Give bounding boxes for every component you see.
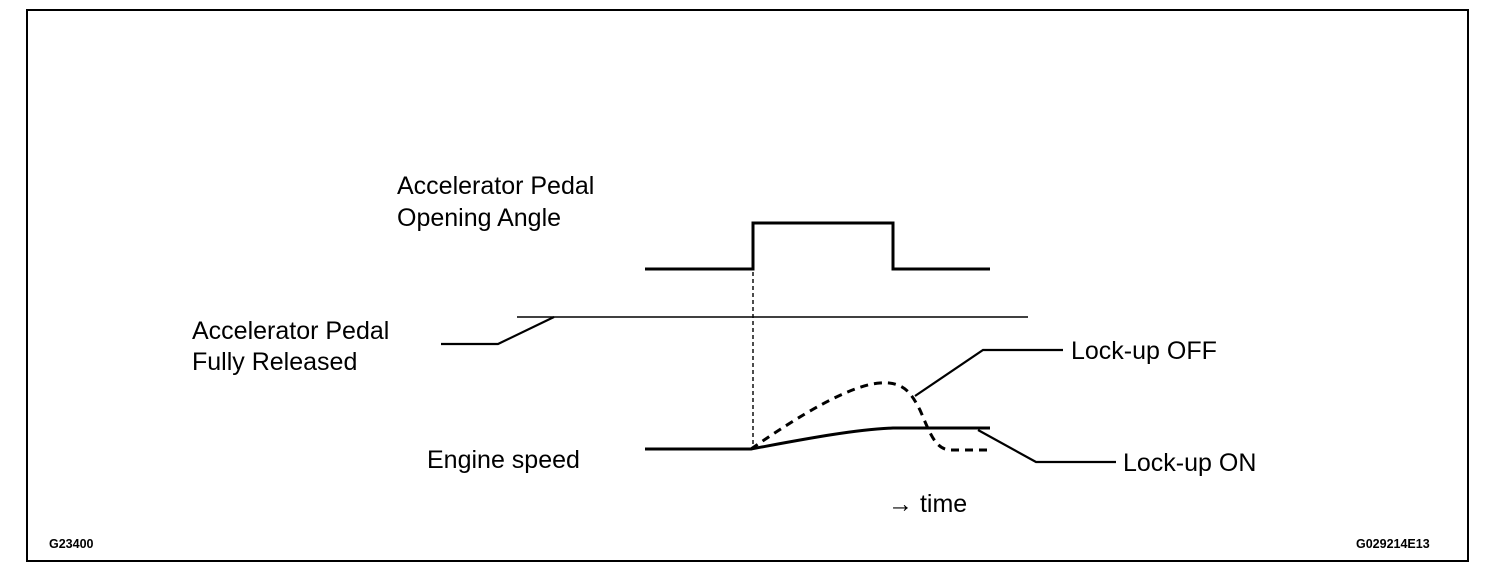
time-axis-label: → time [888,489,967,519]
fully-released-leader [441,316,555,346]
figure-code-left: G23400 [49,537,94,551]
right-arrow-icon: → [888,490,913,518]
lockup-off-label: Lock-up OFF [1071,337,1217,365]
lockup-on-label: Lock-up ON [1123,449,1257,477]
pedal-angle-label-line2: Opening Angle [397,204,562,232]
engine-speed-lockup-off-curve [750,381,990,452]
pedal-released-label-line1: Accelerator Pedal [192,317,390,345]
pedal-released-label-line2: Fully Released [192,348,358,376]
time-label-text: time [919,490,968,518]
engine-speed-lockup-on-curve [645,426,990,451]
lockup-off-leader [914,348,1063,397]
figure-code-right: G029214E13 [1356,537,1430,551]
pedal-angle-pulse [645,221,990,271]
lockup-on-leader [977,429,1116,464]
pedal-angle-label-line1: Accelerator Pedal [397,172,595,200]
engine-speed-label: Engine speed [427,446,580,474]
diagram-frame [26,9,1469,562]
